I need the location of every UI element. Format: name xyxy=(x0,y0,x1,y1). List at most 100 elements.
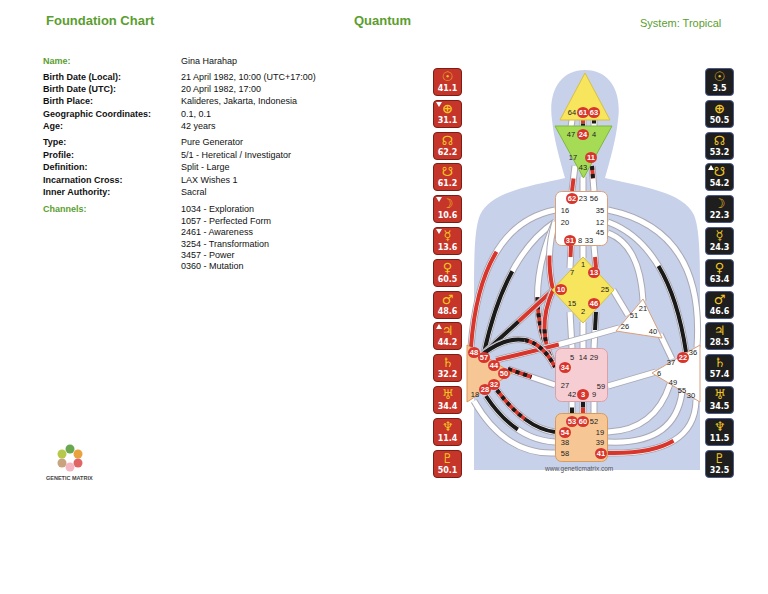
channel-line xyxy=(608,372,656,386)
gate-number: 63 xyxy=(588,107,600,118)
planet-box: ♂46.6 xyxy=(705,291,734,319)
channel-outline xyxy=(580,246,587,258)
planet-box: ☿13.6 xyxy=(433,227,462,255)
channel-outline xyxy=(608,400,696,453)
channel-design xyxy=(581,120,585,124)
info-label: Quantum xyxy=(354,14,411,29)
brand-logo xyxy=(58,445,83,472)
info-label: www.geneticmatrix.com xyxy=(545,465,613,472)
gate-number: 4 xyxy=(588,129,600,140)
planet-symbol: ♃ xyxy=(706,323,733,338)
channel-body xyxy=(549,222,555,290)
channel-outline xyxy=(569,402,576,413)
energy-center: 21512640 xyxy=(616,299,662,338)
gate-number: 13 xyxy=(588,267,600,278)
channel-body xyxy=(613,290,628,315)
center-outline xyxy=(555,126,612,178)
channel-personality xyxy=(484,339,525,353)
gate-number: 20 xyxy=(559,217,571,228)
gate-number: 46 xyxy=(588,298,600,309)
planet-symbol: ☉ xyxy=(706,69,733,84)
gate-line-number: 54.2 xyxy=(706,179,733,189)
planet-symbol: ♄ xyxy=(434,355,461,370)
channel-outline xyxy=(497,390,555,432)
gate-number: 62 xyxy=(566,193,578,204)
gate-line-number: 46.6 xyxy=(706,307,733,317)
channel-design xyxy=(572,179,574,192)
channel-body xyxy=(570,246,571,268)
planet-symbol: ☽ xyxy=(706,196,733,211)
center-outline xyxy=(560,73,610,120)
channel-personality xyxy=(595,312,596,330)
energy-center: 622356163520124531833 xyxy=(555,191,608,246)
channel-personality xyxy=(526,420,556,433)
channel-outline xyxy=(572,166,575,191)
gate-number: 18 xyxy=(469,389,481,400)
gate-line-number: 32.5 xyxy=(706,466,733,476)
gate-number: 37 xyxy=(665,357,677,368)
channel-line xyxy=(508,369,555,385)
channel-body xyxy=(570,402,575,413)
planet-symbol: ☉ xyxy=(434,69,461,84)
gate-number: 29 xyxy=(588,352,600,363)
gate-number: 16 xyxy=(559,205,571,216)
gate-number: 3 xyxy=(577,389,589,400)
channel-body xyxy=(594,246,596,268)
energy-center: 536052541938395841 xyxy=(555,413,608,462)
center-outline xyxy=(616,299,662,338)
channel-outline xyxy=(608,372,656,386)
info-label: Gina Harahap xyxy=(181,56,237,66)
center-outline xyxy=(652,345,700,402)
channel-body xyxy=(592,402,597,413)
channel-outline xyxy=(591,402,598,413)
channel-body xyxy=(608,372,656,386)
channel-personality xyxy=(581,402,585,408)
planet-symbol: ♀ xyxy=(706,260,733,275)
planet-box: ♅34.5 xyxy=(705,386,734,414)
planet-symbol: ⊕ xyxy=(434,101,461,116)
gate-number: 44 xyxy=(488,360,500,371)
planet-symbol: ☋ xyxy=(706,164,733,179)
planet-symbol: ☋ xyxy=(434,164,461,179)
channel-body xyxy=(608,392,682,442)
channel-design xyxy=(497,390,526,420)
channel-line xyxy=(583,246,584,258)
info-label: Type: xyxy=(43,137,66,147)
gate-line-number: 57.4 xyxy=(706,370,733,380)
channel-design xyxy=(549,256,553,291)
channel-design xyxy=(608,441,674,453)
channel-personality xyxy=(570,408,574,414)
gate-line-number: 50.5 xyxy=(706,116,733,126)
gate-number: 55 xyxy=(676,385,688,396)
gate-number: 41 xyxy=(595,448,607,459)
gate-line-number: 3.5 xyxy=(706,84,733,94)
info-label: 0.1, 0.1 xyxy=(181,109,211,119)
gate-line-number: 53.2 xyxy=(706,148,733,158)
gate-number: 21 xyxy=(637,303,649,314)
info-label: GENETIC MATRIX xyxy=(46,475,93,481)
planet-box: ♄57.4 xyxy=(705,354,734,382)
gate-number: 40 xyxy=(647,326,659,337)
info-label: 1034 - Exploration xyxy=(181,204,254,214)
info-label: 20 April 1982, 17:00 xyxy=(181,84,261,94)
channel-outline xyxy=(608,222,686,352)
info-label: 1057 - Perfected Form xyxy=(181,216,271,226)
planet-symbol: ♇ xyxy=(706,451,733,466)
gate-number: 56 xyxy=(588,193,600,204)
gate-number: 10 xyxy=(555,284,567,295)
gate-line-number: 11.4 xyxy=(434,434,461,444)
channel-design xyxy=(525,340,555,367)
info-label: Kalideres, Jakarta, Indonesia xyxy=(181,96,297,106)
channel-line xyxy=(608,210,698,347)
planet-symbol: ♅ xyxy=(434,387,461,402)
gate-number: 57 xyxy=(478,352,490,363)
channel-design xyxy=(592,166,593,179)
planet-symbol: ♂ xyxy=(434,292,461,307)
gate-number: 25 xyxy=(599,284,611,295)
gate-number: 9 xyxy=(588,389,600,400)
channel-line xyxy=(497,390,555,432)
planet-symbol: ♅ xyxy=(706,387,733,402)
info-label: 0360 - Mutation xyxy=(181,261,244,271)
gate-number: 31 xyxy=(564,235,576,246)
gate-number: 38 xyxy=(559,437,571,448)
